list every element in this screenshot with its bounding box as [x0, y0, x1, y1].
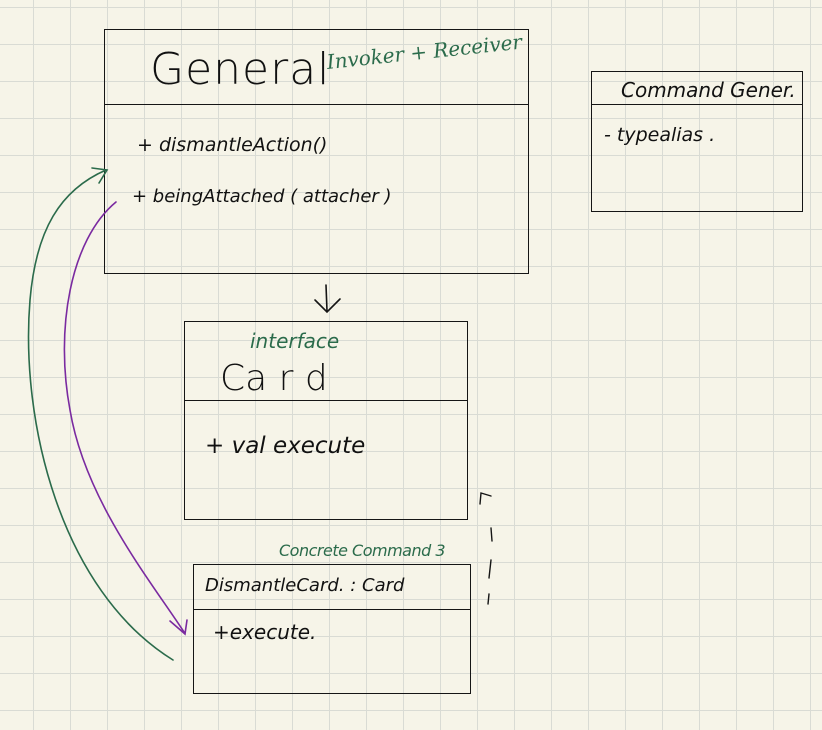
- card-stereotype: interface: [250, 329, 340, 353]
- general-divider: [105, 104, 528, 105]
- dismantle-card-member-execute: +execute.: [213, 620, 317, 644]
- general-member-being-attached: + beingAttached ( attacher ): [132, 186, 392, 207]
- command-gener-member-typealias: - typealias .: [604, 124, 716, 146]
- general-member-dismantle-action: + dismantleAction(): [137, 134, 328, 156]
- green-invoke-arrow-icon: [27, 167, 174, 661]
- dismantle-card-class-name: DismantleCard. : Card: [205, 575, 405, 596]
- down-arrow-icon: [314, 284, 341, 314]
- command-gener-class-name: Command Gener.: [621, 78, 796, 102]
- card-class-name: Ca r d: [220, 358, 328, 399]
- class-command-gener: [591, 71, 803, 212]
- command-gener-divider: [592, 104, 802, 105]
- general-class-name: General: [150, 44, 331, 95]
- class-dismantle-card: [193, 564, 471, 694]
- realization-arrow-icon: [479, 492, 493, 605]
- card-member-execute: + val execute: [205, 433, 366, 459]
- purple-attach-arrow-icon: [63, 201, 188, 636]
- class-general: [104, 29, 529, 274]
- dismantle-card-divider: [194, 609, 470, 610]
- card-divider: [185, 400, 467, 401]
- dismantle-card-stereotype: Concrete Command 3: [279, 541, 446, 560]
- class-card-interface: [184, 321, 468, 520]
